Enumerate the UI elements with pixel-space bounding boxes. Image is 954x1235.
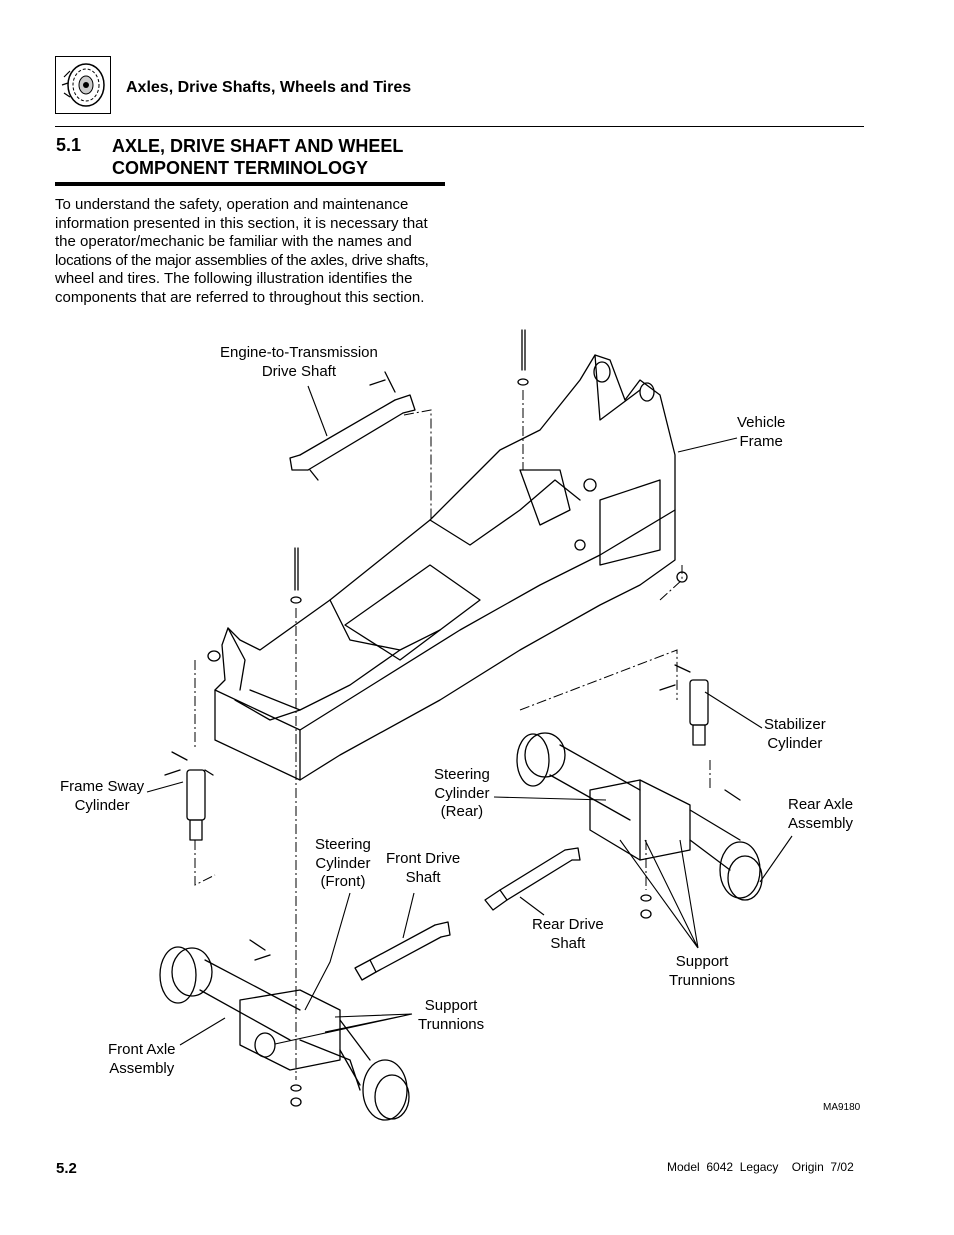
label-line: (Rear) [440, 803, 484, 820]
label-front-axle-assembly: Front Axle Assembly [108, 1041, 176, 1078]
label-line: Support [424, 997, 478, 1014]
label-rear-drive-shaft: Rear Drive Shaft [532, 916, 604, 953]
label-line: Cylinder [434, 784, 490, 802]
label-line: Steering [434, 766, 490, 783]
label-steering-cylinder-front: Steering Cylinder (Front) [315, 836, 371, 892]
intro-line: To understand the safety, operation and … [55, 196, 409, 213]
intro-line: components that are referred to througho… [55, 288, 425, 306]
leader-lines [146, 385, 793, 1046]
label-line: Support [675, 953, 729, 970]
label-vehicle-frame: Vehicle Frame [737, 414, 785, 451]
stabilizer-cylinder-drawing [659, 664, 709, 746]
label-support-trunnions-front: Support Trunnions [418, 997, 484, 1034]
front-drive-shaft-drawing [354, 921, 451, 981]
label-line: Shaft [405, 868, 441, 886]
section-title-line2: COMPONENT TERMINOLOGY [112, 158, 368, 178]
fasteners-drawing [207, 329, 741, 1107]
intro-line: locations of the major assemblies of the… [55, 251, 429, 269]
label-frame-sway-cylinder: Frame Sway Cylinder [60, 778, 144, 815]
label-line: Trunnions [669, 971, 736, 989]
wheel-tire-icon [55, 56, 111, 114]
label-line: Engine-to-Transmission [220, 344, 378, 361]
label-line: Stabilizer [764, 716, 826, 733]
header-rule [55, 126, 864, 127]
label-line: Frame Sway [60, 778, 145, 795]
alignment-lines [194, 390, 711, 1080]
header-title: Axles, Drive Shafts, Wheels and Tires [126, 79, 412, 96]
label-line: Cylinder [767, 734, 823, 752]
label-line: Drive Shaft [261, 362, 337, 380]
section-rule [55, 182, 445, 186]
intro-paragraph: To understand the safety, operation and … [55, 196, 450, 308]
label-line: Steering [315, 836, 371, 853]
label-line: Assembly [109, 1059, 175, 1077]
vehicle-frame-drawing [214, 354, 676, 781]
rear-drive-shaft-drawing [484, 847, 581, 911]
intro-line: information presented in this section, i… [55, 214, 428, 232]
rear-axle-drawing [516, 732, 763, 901]
label-line: Rear Drive [532, 916, 604, 933]
label-stabilizer-cylinder: Stabilizer Cylinder [764, 716, 826, 753]
section-title-line1: AXLE, DRIVE SHAFT AND WHEEL [112, 136, 404, 156]
page-number: 5.2 [56, 1160, 77, 1177]
label-line: (Front) [320, 873, 366, 890]
label-line: Vehicle [737, 414, 786, 431]
figure-id: MA9180 [823, 1102, 861, 1113]
frame-sway-cylinder-drawing [164, 751, 214, 841]
label-line: Frame [739, 432, 783, 450]
section-number: 5.1 [56, 135, 82, 155]
label-support-trunnions-rear: Support Trunnions [669, 953, 735, 990]
front-axle-drawing [159, 946, 410, 1121]
label-front-drive-shaft: Front Drive Shaft [386, 850, 460, 887]
label-steering-cylinder-rear: Steering Cylinder (Rear) [434, 766, 490, 822]
engine-shaft-drawing [289, 371, 416, 481]
label-line: Assembly [788, 814, 854, 832]
label-line: Trunnions [418, 1015, 485, 1033]
intro-line: wheel and tires. The following illustrat… [55, 270, 413, 288]
label-rear-axle-assembly: Rear Axle Assembly [788, 796, 853, 833]
label-line: Shaft [550, 934, 586, 952]
label-line: Cylinder [74, 796, 130, 814]
intro-line: the operator/mechanic be familiar with t… [55, 233, 412, 251]
label-line: Cylinder [315, 854, 371, 872]
label-line: Rear Axle [788, 796, 854, 813]
label-engine-transmission-drive-shaft: Engine-to-Transmission Drive Shaft [220, 344, 378, 381]
section-title: AXLE, DRIVE SHAFT AND WHEEL COMPONENT TE… [112, 135, 452, 179]
label-line: Front Axle [108, 1041, 176, 1058]
label-line: Front Drive [386, 850, 461, 867]
footer-model: Model 6042 Legacy Origin 7/02 [667, 1160, 854, 1174]
